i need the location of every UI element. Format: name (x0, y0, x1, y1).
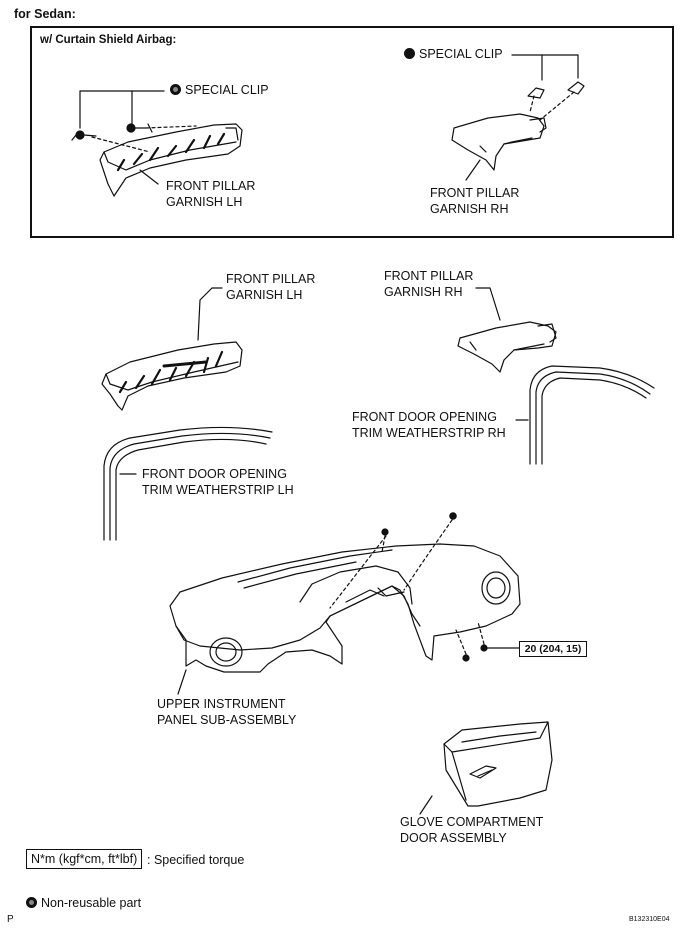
weatherstrip-rh-part (529, 365, 655, 465)
figure-code: B132310E04 (629, 916, 670, 923)
inset-garnish-rh-part (451, 113, 547, 171)
inset-clip-rh-text: SPECIAL CLIP (419, 47, 503, 61)
garnish-lh-line1: FRONT PILLAR (226, 272, 316, 286)
nonreusable-dot-icon (404, 48, 415, 59)
inset-garnish-lh-line2: GARNISH LH (166, 195, 243, 209)
inset-garnish-lh-line1: FRONT PILLAR (166, 179, 256, 193)
inset-clip-lh-text: SPECIAL CLIP (185, 83, 269, 97)
inset-clip-lh-label: SPECIAL CLIP (170, 82, 269, 98)
legend-nonreusable: Non-reusable part (26, 895, 141, 911)
weatherstrip-rh-line1: FRONT DOOR OPENING (352, 410, 497, 424)
weatherstrip-lh-part (103, 426, 273, 541)
inset-garnish-rh-line2: GARNISH RH (430, 202, 509, 216)
panel-line2: PANEL SUB-ASSEMBLY (157, 713, 297, 727)
torque-spec-box: 20 (204, 15) (519, 641, 587, 657)
legend-torque-box: N*m (kgf*cm, ft*lbf) (26, 849, 143, 869)
inset-clip-rh-parts (511, 54, 585, 121)
weatherstrip-rh-line2: TRIM WEATHERSTRIP RH (352, 426, 506, 440)
garnish-rh-line1: FRONT PILLAR (384, 269, 474, 283)
glovebox-part (443, 721, 553, 807)
applies-to-label: for Sedan: (14, 7, 76, 21)
inset-title: w/ Curtain Shield Airbag: (40, 34, 177, 46)
garnish-lh-part (101, 341, 243, 411)
inset-clip-rh-label: SPECIAL CLIP (404, 46, 503, 62)
weatherstrip-lh-line2: TRIM WEATHERSTRIP LH (142, 483, 294, 497)
glovebox-line2: DOOR ASSEMBLY (400, 831, 507, 845)
instrument-panel-part (169, 543, 521, 673)
weatherstrip-lh-line1: FRONT DOOR OPENING (142, 467, 287, 481)
nonreusable-legend-icon (26, 897, 37, 908)
curtain-airbag-inset (30, 26, 674, 238)
inset-garnish-lh-part (99, 123, 243, 197)
garnish-rh-line2: GARNISH RH (384, 285, 463, 299)
legend-torque-desc: : Specified torque (147, 853, 245, 867)
inset-clip-lh-parts (71, 90, 197, 153)
garnish-lh-line2: GARNISH LH (226, 288, 303, 302)
panel-line1: UPPER INSTRUMENT (157, 697, 286, 711)
legend-nonreusable-text: Non-reusable part (41, 896, 142, 910)
panel-screws (329, 512, 520, 662)
inset-garnish-rh-line1: FRONT PILLAR (430, 186, 520, 200)
footer-left-mark: P (7, 914, 14, 925)
nonreusable-icon (170, 84, 181, 95)
garnish-rh-part (457, 321, 557, 373)
glovebox-line1: GLOVE COMPARTMENT (400, 815, 544, 829)
